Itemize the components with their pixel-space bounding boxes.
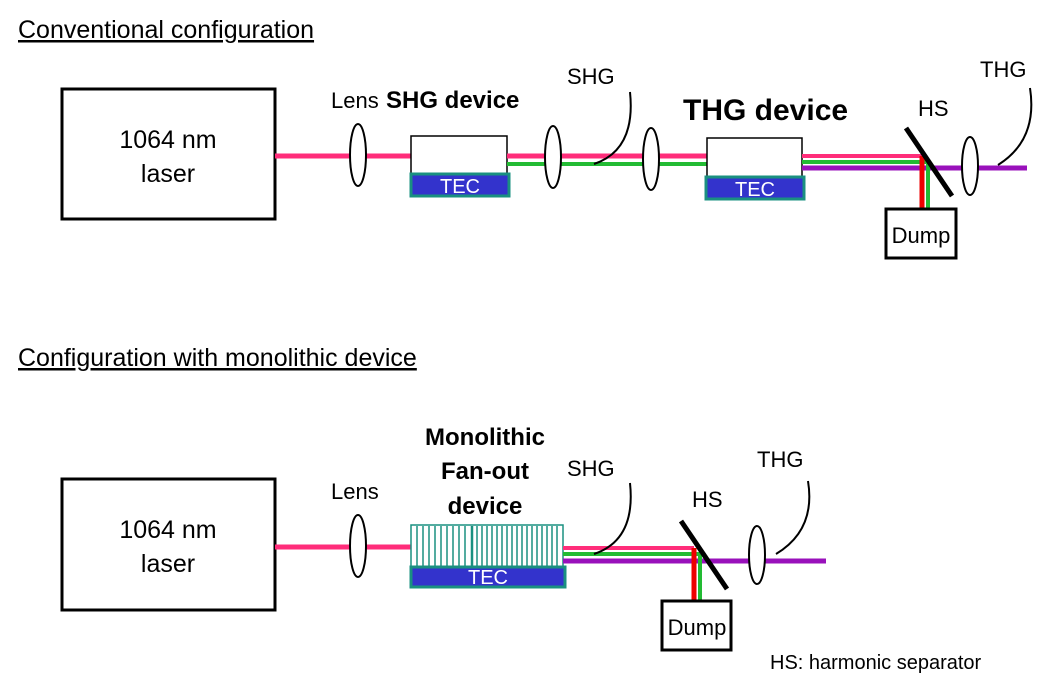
lens-label: Lens [331,479,379,504]
tec-block [704,175,806,201]
thg-callout-line [997,87,1033,166]
tec-block [409,565,567,589]
lens [349,123,367,187]
tec-label: TEC [735,179,775,201]
tec-label: TEC [468,567,508,589]
laser-label-line2: laser [141,160,195,188]
laser-label-line1: 1064 nm [119,126,216,154]
harmonic-separator [903,126,955,198]
thg-callout-line [775,480,811,555]
lens [642,127,660,191]
shg-label: SHG [567,456,615,481]
monolithic-device-label-line3: device [448,493,523,520]
hs-label: HS [918,96,949,121]
beam-dump [660,599,733,652]
footnote-hs-definition: HS: harmonic separator [770,652,982,674]
tec-block [409,172,511,198]
monolithic-title: Configuration with monolithic device [18,344,417,372]
conventional-title: Conventional configuration [18,16,314,44]
thg-crystal [706,137,803,178]
laser-box-monolithic [60,477,277,612]
lens [961,136,979,196]
monolithic-device-label-line2: Fan-out [441,458,529,485]
shg-callout-line [593,482,632,555]
laser-label-line2: laser [141,550,195,578]
laser-label-line1: 1064 nm [119,516,216,544]
monolithic-configuration: Configuration with monolithic device 106… [18,344,982,674]
conventional-configuration: Conventional configuration 1064 nm laser… [18,16,1033,260]
harmonic-separator [678,519,730,591]
thg-label: THG [757,447,803,472]
dump-label: Dump [668,615,727,640]
lens [544,125,562,189]
monolithic-device-label-line1: Monolithic [425,424,545,451]
lens [748,525,766,585]
laser-box-conventional [60,87,277,221]
shg-label: SHG [567,64,615,89]
shg-callout-line [593,91,632,165]
beam-dump [884,207,958,260]
thg-label: THG [980,57,1026,82]
hs-label: HS [692,487,723,512]
lens [349,514,367,578]
shg-crystal [410,135,508,175]
fanout-grating [416,526,558,566]
dump-label: Dump [892,223,951,248]
thg-device-label: THG device [683,94,848,127]
shg-device-label: SHG device [386,87,519,114]
tec-label: TEC [440,176,480,198]
lens-label: Lens [331,88,379,113]
